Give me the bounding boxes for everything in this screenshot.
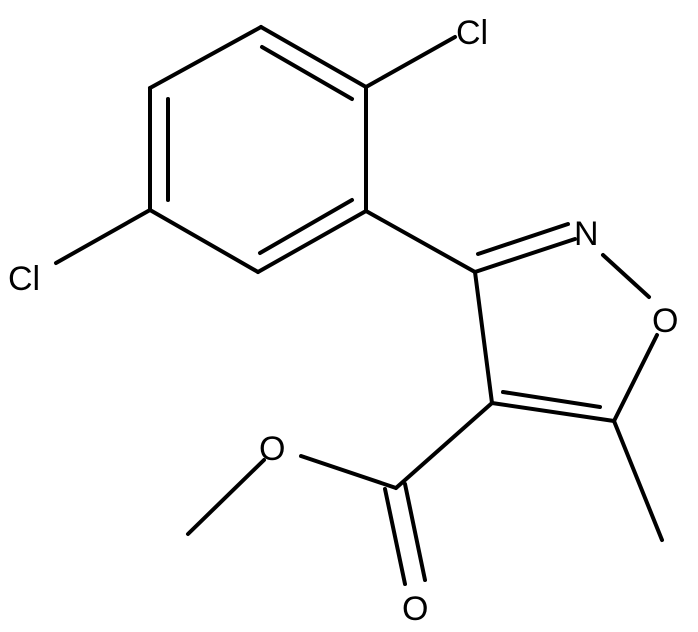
- chlorine-left-label: Cl: [8, 260, 40, 298]
- isoxazole-ring: [473, 222, 659, 423]
- benzene-ring: [148, 25, 368, 274]
- bond-carbonyl-o-double-1: [383, 487, 407, 586]
- bond-o-c5: [612, 333, 659, 423]
- bond-carbonyl-o-ester: [299, 454, 398, 490]
- bond-carbonyl-o-double-2: [403, 482, 427, 582]
- bond-n-o: [601, 253, 651, 299]
- bond-c4-c5: [148, 208, 260, 274]
- bond-o-methyl: [186, 458, 266, 536]
- bond-c1-c2: [259, 25, 368, 89]
- bond-c6-c1: [148, 25, 263, 90]
- bond-c3-n-inner: [476, 222, 570, 256]
- bond-c5-methyl: [612, 419, 664, 542]
- bond-c4-carbonyl: [394, 401, 494, 490]
- bond-c5-cl: [54, 208, 152, 265]
- bond-c5-c4: [490, 401, 616, 423]
- bond-c1-c2-inner: [260, 45, 354, 101]
- carbonyl-oxygen-label: O: [402, 590, 428, 628]
- bond-c3-n: [473, 237, 577, 274]
- bond-c3-c4-inner: [258, 198, 354, 255]
- chlorine-top-label: Cl: [456, 14, 488, 52]
- nitrogen-label: N: [574, 215, 599, 253]
- bond-aryl-isoxazole: [364, 209, 477, 274]
- bond-c5-c4-inner: [501, 390, 602, 409]
- bond-c2-cl: [364, 35, 457, 89]
- bond-c4-c3: [473, 270, 494, 405]
- bond-c3-c4: [256, 209, 368, 274]
- ring-oxygen-label: O: [652, 302, 678, 340]
